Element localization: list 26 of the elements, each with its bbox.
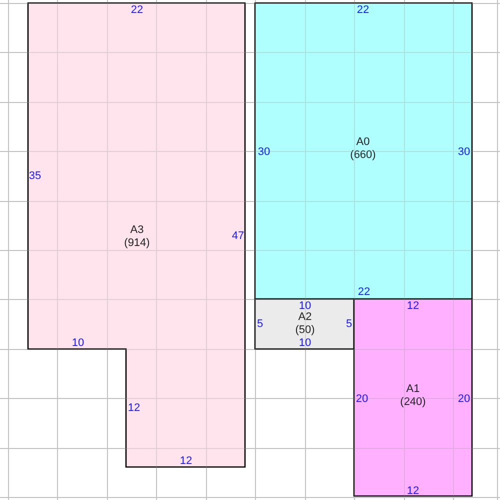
dimension-label: 10 (298, 337, 312, 349)
dimension-label: 12 (406, 300, 420, 312)
dimension-label: 22 (358, 286, 370, 298)
dimension-label: 30 (458, 146, 470, 158)
dimension-label: 10 (298, 300, 312, 312)
dimension-label: 5 (346, 318, 352, 330)
area-value: (914) (124, 237, 150, 250)
dimension-label: 12 (406, 485, 420, 497)
area-value: (660) (350, 149, 376, 162)
dimension-label: 20 (356, 393, 368, 405)
area-value: (240) (400, 396, 426, 409)
dimension-label: 20 (458, 393, 470, 405)
dimension-label: 10 (72, 337, 84, 349)
room-name: A1 (406, 383, 420, 396)
dimension-label: 12 (128, 402, 140, 414)
dimension-label: 22 (130, 4, 144, 16)
dimension-label: 12 (180, 455, 192, 467)
room-name: A0 (356, 136, 370, 149)
dimension-label: 30 (258, 146, 270, 158)
area-value: (50) (295, 324, 315, 337)
dimension-label: 22 (356, 4, 370, 16)
room-name: A3 (130, 224, 144, 237)
dimension-label: 5 (256, 318, 264, 330)
dimension-label: 35 (28, 170, 42, 182)
dimension-label: 47 (232, 230, 244, 242)
room-name: A2 (298, 311, 312, 324)
